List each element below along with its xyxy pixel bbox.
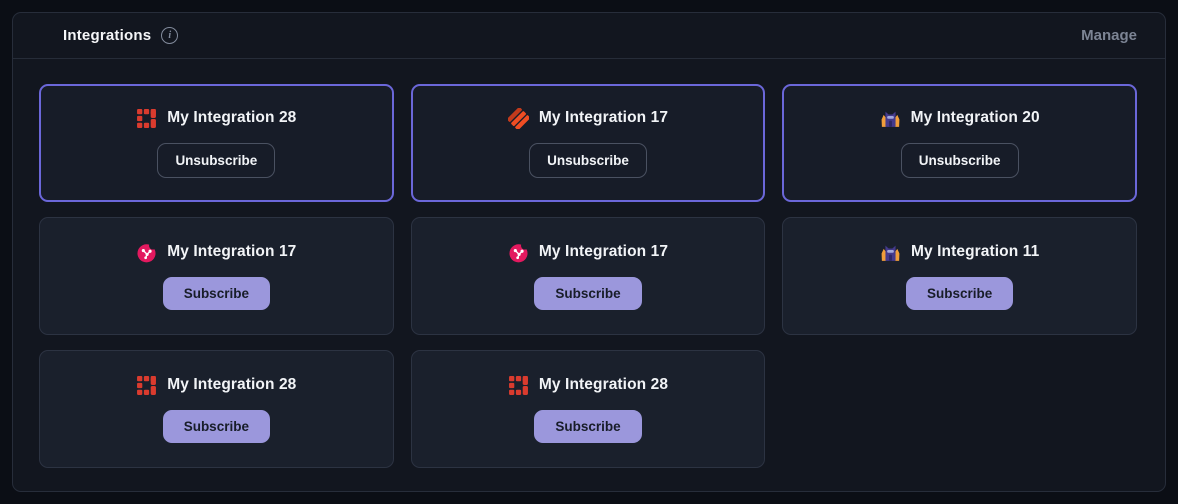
- card-title-row: My Integration 17: [508, 242, 668, 263]
- pink-network-icon: [508, 242, 529, 263]
- integration-title: My Integration 20: [911, 109, 1040, 127]
- red-grid-icon: [136, 375, 157, 396]
- subscribe-button[interactable]: Subscribe: [906, 277, 1013, 311]
- subscribe-button[interactable]: Subscribe: [163, 277, 270, 311]
- card-title-row: My Integration 17: [508, 108, 668, 129]
- pink-network-icon: [136, 242, 157, 263]
- integrations-panel: Integrations i Manage My Integration 28 …: [12, 12, 1166, 492]
- card-title-row: My Integration 20: [880, 108, 1040, 129]
- integration-card: My Integration 28 Subscribe: [39, 350, 394, 468]
- page-title: Integrations: [63, 27, 151, 44]
- panel-header: Integrations i Manage: [13, 13, 1165, 59]
- integration-card: My Integration 28 Subscribe: [411, 350, 766, 468]
- purple-mascot-icon: [880, 242, 901, 263]
- integration-title: My Integration 28: [167, 109, 296, 127]
- subscribe-button[interactable]: Subscribe: [534, 410, 641, 444]
- unsubscribe-button[interactable]: Unsubscribe: [529, 143, 647, 179]
- red-grid-icon: [136, 108, 157, 129]
- integration-card: My Integration 17 Subscribe: [411, 217, 766, 335]
- unsubscribe-button[interactable]: Unsubscribe: [157, 143, 275, 179]
- card-title-row: My Integration 11: [880, 242, 1039, 263]
- integration-title: My Integration 28: [539, 376, 668, 394]
- orange-stripes-icon: [508, 108, 529, 129]
- integration-title: My Integration 17: [167, 243, 296, 261]
- card-title-row: My Integration 17: [136, 242, 296, 263]
- integration-card: My Integration 11 Subscribe: [782, 217, 1137, 335]
- integration-title: My Integration 17: [539, 243, 668, 261]
- manage-link[interactable]: Manage: [1081, 27, 1137, 44]
- integration-title: My Integration 11: [911, 243, 1039, 261]
- purple-mascot-icon: [880, 108, 901, 129]
- info-icon[interactable]: i: [161, 27, 178, 44]
- integration-card: My Integration 20 Unsubscribe: [782, 84, 1137, 202]
- integration-title: My Integration 28: [167, 376, 296, 394]
- integration-card: My Integration 28 Unsubscribe: [39, 84, 394, 202]
- red-grid-icon: [508, 375, 529, 396]
- card-title-row: My Integration 28: [136, 108, 296, 129]
- integration-card: My Integration 17 Subscribe: [39, 217, 394, 335]
- integration-cards-grid: My Integration 28 Unsubscribe My Integra…: [13, 59, 1165, 494]
- integration-card: My Integration 17 Unsubscribe: [411, 84, 766, 202]
- card-title-row: My Integration 28: [508, 375, 668, 396]
- integration-title: My Integration 17: [539, 109, 668, 127]
- subscribe-button[interactable]: Subscribe: [534, 277, 641, 311]
- subscribe-button[interactable]: Subscribe: [163, 410, 270, 444]
- unsubscribe-button[interactable]: Unsubscribe: [901, 143, 1019, 179]
- card-title-row: My Integration 28: [136, 375, 296, 396]
